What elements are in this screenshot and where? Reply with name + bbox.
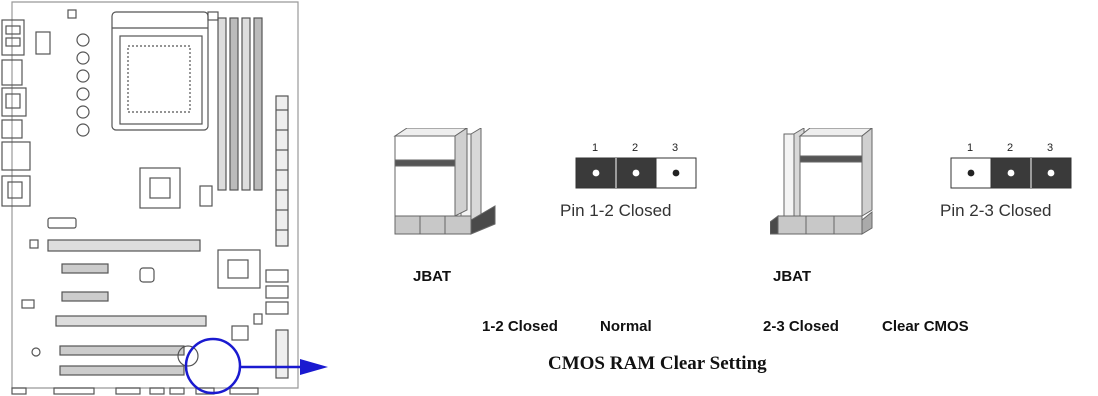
setting-function: Clear CMOS — [882, 318, 969, 335]
pin-state-title: Pin 2-3 Closed — [940, 201, 1052, 220]
diagram-caption: CMOS RAM Clear Setting — [548, 353, 767, 374]
pin-number: 1 — [592, 142, 599, 154]
motherboard-layout-diagram — [1, 1, 328, 395]
pin-state-title: Pin 1-2 Closed — [560, 201, 672, 220]
closed-setting: 1-2 Closed — [482, 318, 558, 335]
jumper-cap-icon — [393, 128, 496, 235]
jumper-cap-icon — [770, 128, 873, 235]
pin-diagram-2-3 — [950, 157, 1072, 189]
jumper-label: JBAT — [773, 268, 812, 285]
pin-number: 2 — [1007, 142, 1014, 154]
arrow-right-icon — [240, 359, 328, 375]
highlight-circle-icon — [184, 337, 242, 395]
pin-diagram-1-2 — [575, 157, 697, 189]
closed-setting: 2-3 Closed — [763, 318, 839, 335]
pin-number: 3 — [672, 142, 679, 154]
setting-function: Normal — [600, 318, 652, 335]
pin-number: 2 — [632, 142, 639, 154]
pin-number: 3 — [1047, 142, 1054, 154]
jumper-label: JBAT — [413, 268, 452, 285]
pin-number: 1 — [967, 142, 974, 154]
